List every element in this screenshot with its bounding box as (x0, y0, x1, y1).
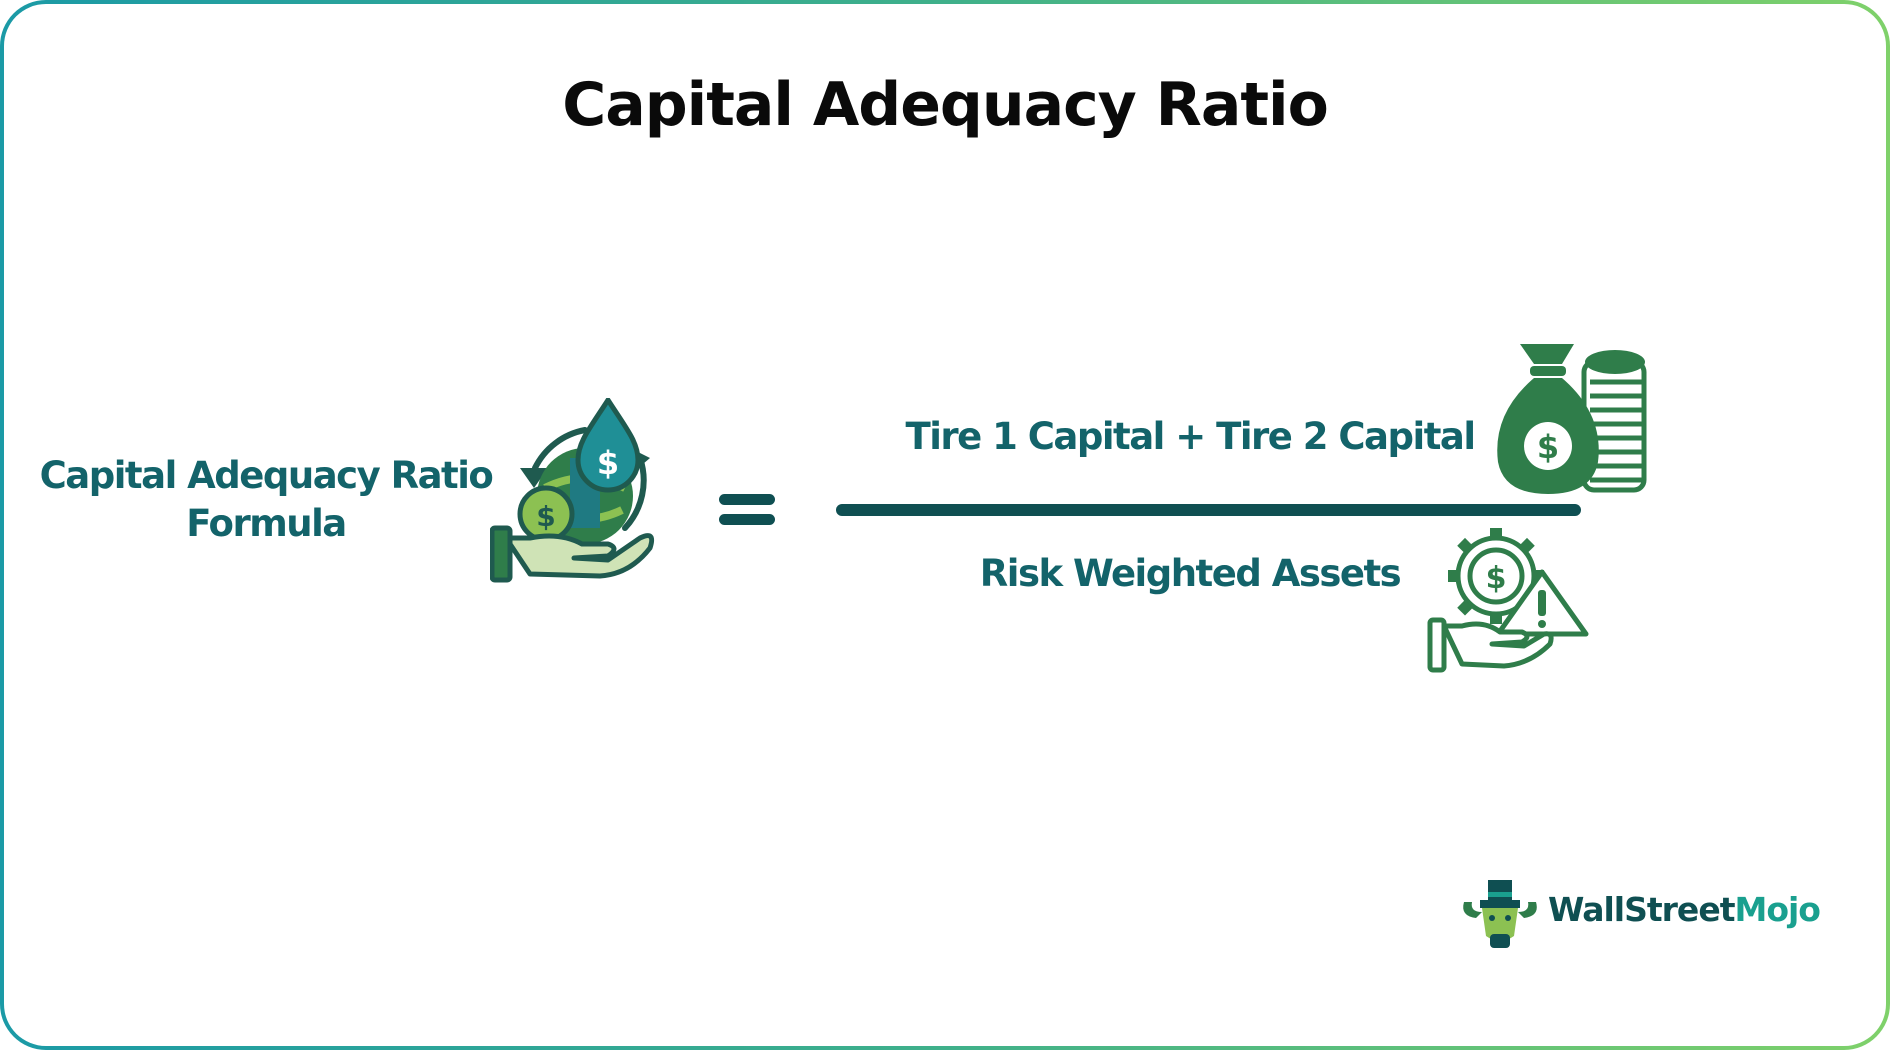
formula-denominator: Risk Weighted Assets (979, 552, 1402, 595)
brand-name-part1: WallStreet (1548, 890, 1735, 929)
risk-gear-hand-icon: $ (1427, 528, 1589, 673)
svg-text:$: $ (1537, 428, 1559, 466)
page-title: Capital Adequacy Ratio (562, 70, 1329, 140)
formula-lhs-line1: Capital Adequacy Ratio (39, 454, 494, 497)
svg-text:$: $ (1486, 561, 1507, 596)
brand-name-part2: Mojo (1734, 890, 1820, 929)
svg-text:$: $ (597, 444, 619, 482)
formula-lhs-line2: Formula (186, 502, 347, 545)
money-growth-hand-icon: $ $ (490, 398, 655, 583)
equals-sign-icon (719, 494, 775, 526)
equals-bar-bottom (719, 514, 775, 525)
svg-text:$: $ (536, 500, 555, 533)
equals-bar-top (719, 494, 775, 505)
fraction-line (836, 504, 1581, 516)
money-bag-coins-icon: $ (1497, 344, 1647, 494)
bull-mascot-icon (1463, 880, 1537, 948)
card-background (4, 4, 1886, 1046)
brand-name: WallStreetMojo (1548, 890, 1821, 929)
brand-logo: WallStreetMojo (1460, 872, 1840, 952)
formula-lhs-label: Capital Adequacy Ratio Formula (20, 452, 512, 548)
formula-numerator: Tire 1 Capital + Tire 2 Capital (905, 415, 1476, 458)
